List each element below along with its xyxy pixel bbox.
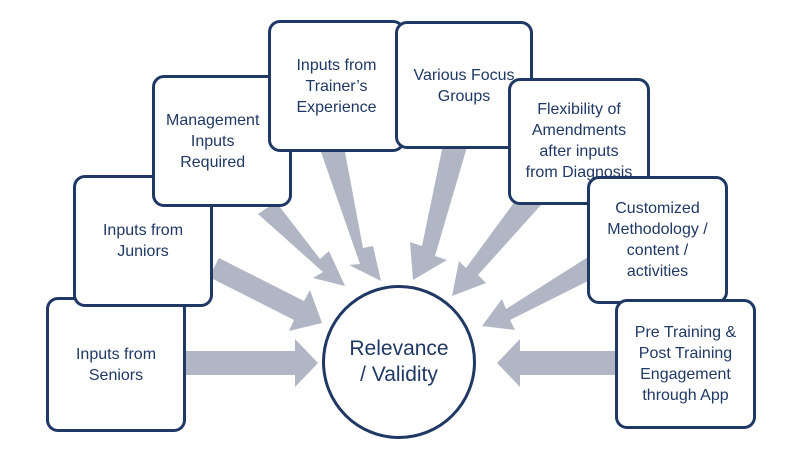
- arrow-juniors: [209, 258, 322, 331]
- box-pre-post-training: Pre Training & Post Training Engagement …: [615, 299, 756, 429]
- arrow-pre-post: [497, 339, 618, 387]
- center-relevance-validity: Relevance / Validity: [322, 285, 476, 439]
- arrow-flexibility: [452, 189, 541, 296]
- arrow-focus-groups: [410, 140, 467, 280]
- box-inputs-from-seniors: Inputs from Seniors: [46, 297, 186, 432]
- box-customized-methodology: Customized Methodology / content / activ…: [587, 176, 728, 304]
- arrow-seniors: [185, 339, 318, 387]
- arrow-trainer: [321, 147, 381, 281]
- box-trainer-experience: Inputs from Trainer’s Experience: [268, 20, 405, 152]
- arrow-customized: [482, 257, 598, 330]
- arrow-management: [258, 202, 345, 286]
- box-inputs-from-juniors: Inputs from Juniors: [73, 175, 213, 307]
